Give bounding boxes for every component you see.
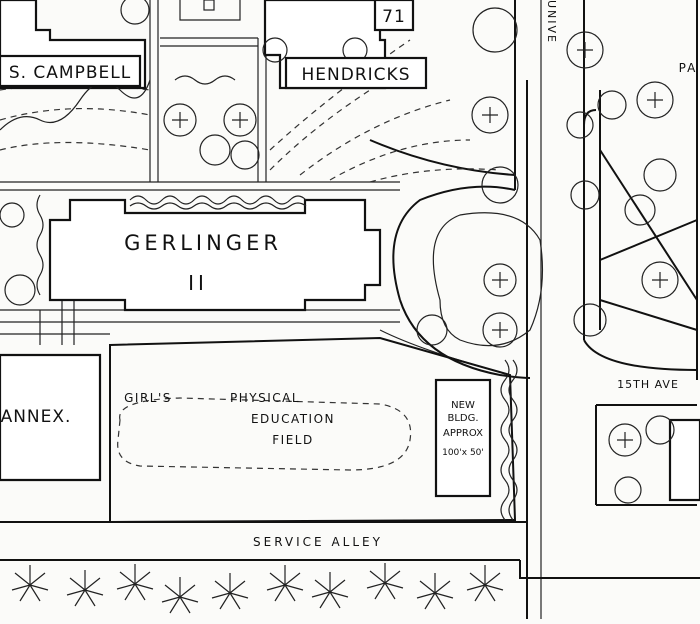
contour-lines xyxy=(0,39,501,471)
annex-label: ANNEX. xyxy=(1,407,72,427)
university-street xyxy=(514,0,698,619)
field-label-line2: PHYSICAL xyxy=(230,391,300,405)
number-71-box xyxy=(373,0,415,32)
gerlinger-label: GERLINGER xyxy=(124,231,282,255)
gerlinger-numeral: II xyxy=(188,271,208,295)
hendricks-label-box xyxy=(284,56,428,90)
university-street-label: UNIVE xyxy=(545,0,558,44)
field-label-line3: EDUCATION xyxy=(251,412,335,426)
right-block-roads xyxy=(583,90,700,506)
hedges xyxy=(0,75,518,521)
campbell-label: S. CAMPBELL xyxy=(9,63,131,83)
new-bldg-line3: APPROX xyxy=(443,428,483,439)
hendricks-label: HENDRICKS xyxy=(302,65,411,85)
shrubs xyxy=(11,563,504,614)
new-bldg-line1: NEW xyxy=(451,400,475,411)
service-alley xyxy=(0,521,700,579)
fifteenth-ave-label: 15TH AVE xyxy=(617,378,679,391)
field-label-line4: FIELD xyxy=(272,433,313,447)
pa-label: PA xyxy=(679,61,698,75)
new-bldg-line4: 100'x 50' xyxy=(442,448,484,458)
field-label-line1: GIRL'S xyxy=(124,391,172,405)
trees xyxy=(0,0,679,504)
service-alley-label: SERVICE ALLEY xyxy=(253,535,383,549)
drive-loop xyxy=(369,139,544,379)
new-bldg-line2: BLDG. xyxy=(447,413,478,424)
building-number-71: 71 xyxy=(382,7,406,27)
walkways xyxy=(0,0,400,345)
campbell-label-box xyxy=(0,54,142,88)
